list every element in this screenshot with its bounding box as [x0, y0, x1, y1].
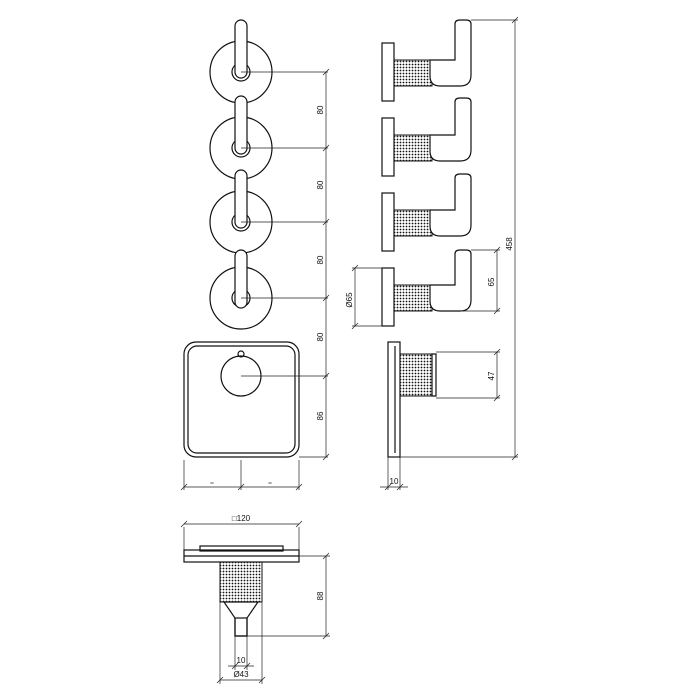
dim-spindle: 10 — [237, 656, 246, 665]
side-plate — [387, 341, 437, 458]
side-handle-2 — [381, 97, 472, 177]
dim-knob-height: 47 — [487, 371, 496, 380]
dim-total-height: 458 — [505, 237, 514, 251]
side-handle-1 — [381, 19, 472, 102]
dim-handle-height: 65 — [487, 277, 496, 286]
dim-half-width-left: 60 — [210, 481, 214, 485]
side-handle-4 — [381, 249, 472, 327]
side-view: Ø65 65 47 458 10 — [345, 16, 519, 491]
dim-spacing-1: 80 — [316, 105, 325, 114]
dim-spacing-2: 80 — [316, 180, 325, 189]
dim-depth-below: 88 — [316, 591, 325, 600]
dim-spindle-diameter: Ø43 — [233, 670, 249, 679]
dim-plate-size: □120 — [232, 514, 251, 523]
dim-rosette-diameter: Ø65 — [345, 292, 354, 308]
dim-plate-offset: 86 — [316, 411, 325, 420]
dim-half-width-right: 60 — [268, 481, 272, 485]
front-handle-1 — [209, 19, 273, 104]
front-plate — [183, 341, 300, 458]
bottom-view: □120 88 10 Ø43 — [180, 514, 330, 684]
dim-spacing-4: 80 — [316, 332, 325, 341]
front-handle-2 — [209, 95, 273, 180]
dim-plate-depth: 10 — [390, 477, 399, 486]
dim-spacing-3: 80 — [316, 255, 325, 264]
front-handle-4 — [209, 249, 273, 330]
front-handle-3 — [209, 169, 273, 254]
side-handle-3 — [381, 173, 472, 252]
front-view: 80 80 80 80 86 60 60 — [180, 19, 330, 491]
